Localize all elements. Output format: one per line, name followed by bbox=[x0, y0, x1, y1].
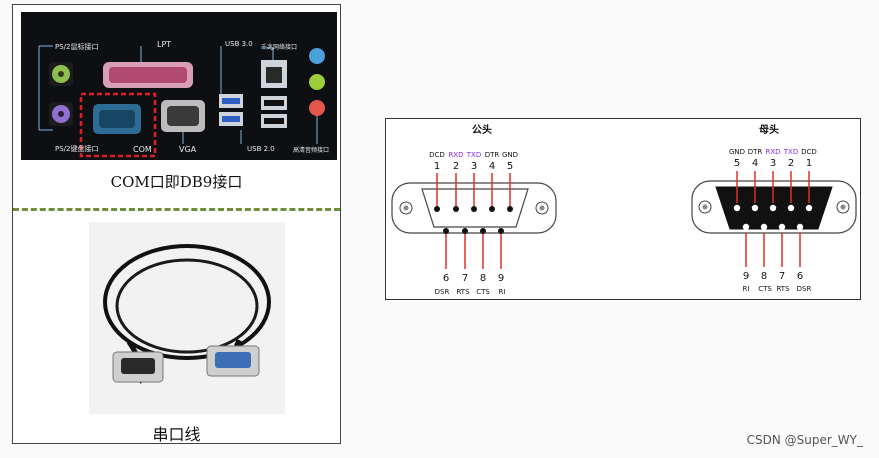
male-bottom-pin-lines bbox=[445, 233, 502, 269]
com-label: COM bbox=[133, 145, 152, 154]
female-top-number: 3 bbox=[770, 158, 776, 169]
female-bottom-pins bbox=[742, 223, 804, 231]
male-top-number: 1 bbox=[434, 161, 440, 172]
ps2-mouse-label: PS/2鼠标接口 bbox=[55, 43, 99, 51]
female-bottom-signal: DSR bbox=[797, 285, 812, 293]
female-top-number: 2 bbox=[788, 158, 794, 169]
male-bottom-signal: CTS bbox=[476, 288, 490, 296]
female-top-number: 4 bbox=[752, 158, 758, 169]
female-bottom-signal: RTS bbox=[776, 285, 790, 293]
male-title: 公头 bbox=[472, 123, 492, 136]
female-top-signal: GND bbox=[729, 148, 745, 156]
serial-cable-caption: 串口线 bbox=[152, 425, 201, 444]
male-top-signal: RXD bbox=[448, 151, 463, 159]
motherboard-io-illustration bbox=[21, 12, 337, 160]
female-top-pins bbox=[733, 204, 813, 212]
male-bottom-signal: DSR bbox=[435, 288, 450, 296]
female-top-signal: RXD bbox=[765, 148, 780, 156]
male-top-pins bbox=[434, 206, 513, 212]
female-bottom-number: 7 bbox=[779, 271, 785, 282]
female-top-pin-lines bbox=[736, 171, 810, 203]
female-bottom-pin-lines bbox=[745, 233, 801, 267]
female-top-signal: DTR bbox=[748, 148, 763, 156]
male-top-number: 2 bbox=[453, 161, 459, 172]
male-top-number: 3 bbox=[471, 161, 477, 172]
female-bottom-number: 9 bbox=[743, 271, 749, 282]
usb30-label: USB 3.0 bbox=[225, 40, 253, 48]
db9-pinout-panel: 公头 母头 DCD RXD TXD DTR GND 1 2 3 4 5 bbox=[385, 118, 861, 300]
male-top-pin-lines bbox=[436, 173, 511, 207]
female-bottom-signal: CTS bbox=[758, 285, 772, 293]
male-top-number: 4 bbox=[489, 161, 495, 172]
com-port-caption: COM口即DB9接口 bbox=[110, 173, 243, 191]
female-top-number: 1 bbox=[806, 158, 812, 169]
male-top-signal: DCD bbox=[429, 151, 445, 159]
audio-label: 高清音频接口 bbox=[293, 147, 330, 154]
ps2-keyboard-label: PS/2键盘接口 bbox=[55, 145, 99, 153]
male-bottom-number: 6 bbox=[443, 273, 449, 284]
female-top-number: 5 bbox=[734, 158, 740, 169]
usb20-label: USB 2.0 bbox=[247, 145, 275, 153]
male-bottom-pins bbox=[443, 228, 504, 234]
male-bottom-number: 8 bbox=[480, 273, 486, 284]
male-top-signal: DTR bbox=[485, 151, 500, 159]
female-top-signal: TXD bbox=[783, 148, 798, 156]
male-top-signal: GND bbox=[502, 151, 518, 159]
female-bottom-number: 8 bbox=[761, 271, 767, 282]
left-photo-panel: PS/2鼠标接口 LPT USB 3.0 千兆网络接口 PS/2键盘接口 COM… bbox=[12, 4, 341, 444]
female-title: 母头 bbox=[759, 123, 779, 136]
male-bottom-number: 9 bbox=[498, 273, 504, 284]
lpt-label: LPT bbox=[157, 40, 172, 49]
db9-pinout-diagram: 公头 母头 DCD RXD TXD DTR GND 1 2 3 4 5 bbox=[391, 123, 857, 296]
male-top-signal: TXD bbox=[466, 151, 481, 159]
watermark: CSDN @Super_WY_ bbox=[746, 433, 863, 447]
serial-cable-photo bbox=[89, 222, 285, 414]
motherboard-io-photo: PS/2鼠标接口 LPT USB 3.0 千兆网络接口 PS/2键盘接口 COM… bbox=[21, 12, 337, 160]
dashed-divider bbox=[13, 208, 340, 211]
male-bottom-signal: RTS bbox=[456, 288, 470, 296]
gigabit-lan-label: 千兆网络接口 bbox=[261, 44, 298, 51]
vga-label: VGA bbox=[179, 145, 197, 154]
male-bottom-signal: RI bbox=[499, 288, 506, 296]
serial-cable-illustration bbox=[89, 222, 285, 414]
female-bottom-number: 6 bbox=[797, 271, 803, 282]
male-bottom-number: 7 bbox=[462, 273, 468, 284]
female-bottom-signal: RI bbox=[743, 285, 750, 293]
female-top-signal: DCD bbox=[801, 148, 817, 156]
male-top-number: 5 bbox=[507, 161, 513, 172]
